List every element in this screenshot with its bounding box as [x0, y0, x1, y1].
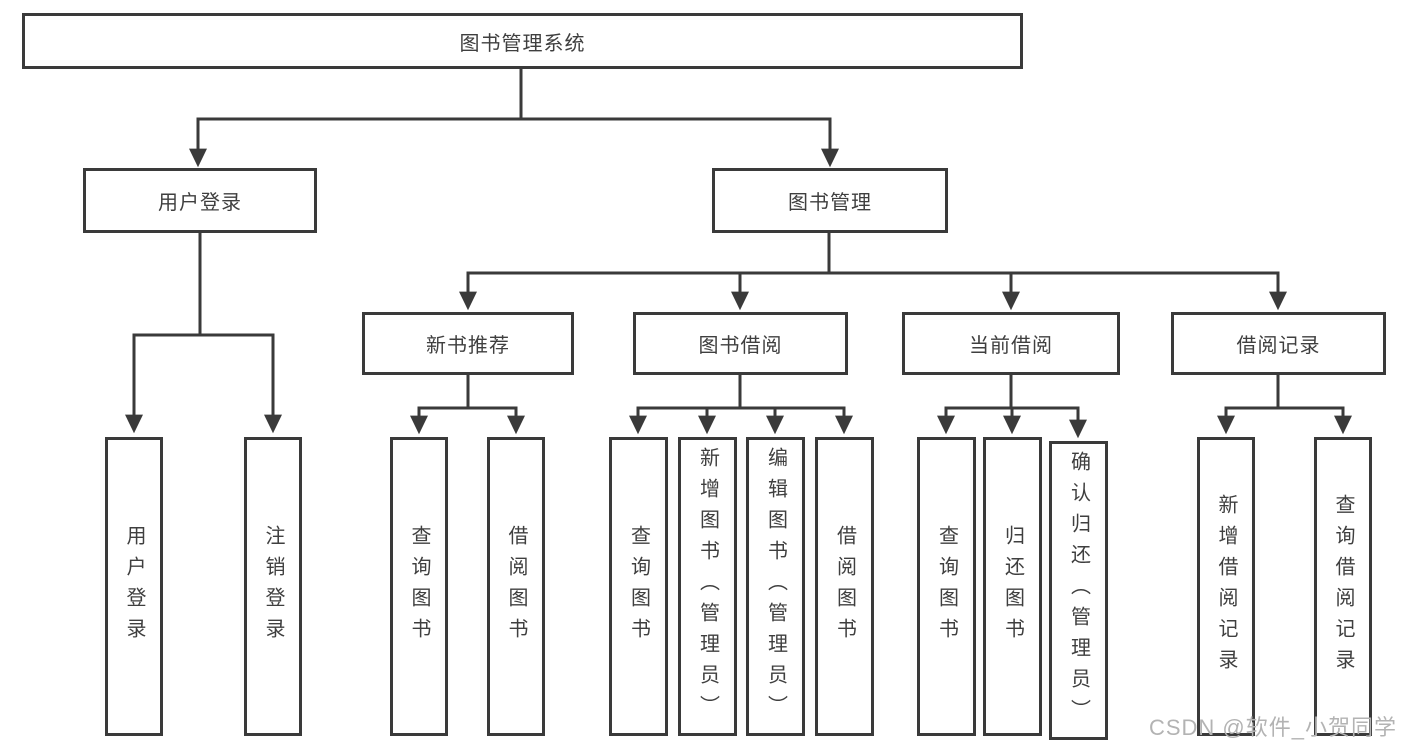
- leaf-edit-book-admin: 编辑图书（管理员）: [746, 437, 805, 736]
- leaf-query-books-recommend: 查询图书: [390, 437, 448, 736]
- node-book-management: 图书管理: [712, 168, 948, 233]
- leaf-user-login-label: 用户登录: [123, 524, 145, 649]
- node-current-borrowing-label: 当前借阅: [969, 335, 1053, 357]
- node-new-book-recommend: 新书推荐: [362, 312, 574, 375]
- leaf-query-books-borrow-label: 查询图书: [627, 524, 650, 649]
- node-current-borrowing: 当前借阅: [902, 312, 1120, 375]
- leaf-return-books: 归还图书: [983, 437, 1042, 736]
- leaf-user-login: 用户登录: [105, 437, 163, 736]
- node-user-login-label: 用户登录: [158, 192, 242, 214]
- leaf-borrow-books-borrow: 借阅图书: [815, 437, 874, 736]
- csdn-watermark: CSDN @软件_小贺同学: [1148, 715, 1397, 740]
- node-book-management-label: 图书管理: [788, 192, 872, 214]
- leaf-borrow-books-recommend-label: 借阅图书: [505, 524, 527, 649]
- leaf-query-borrow-record: 查询借阅记录: [1314, 437, 1372, 736]
- leaf-query-books-recommend-label: 查询图书: [408, 524, 430, 649]
- leaf-logout-label: 注销登录: [262, 524, 284, 649]
- connector-arrows: [125, 119, 1352, 439]
- leaf-query-books-current: 查询图书: [917, 437, 976, 736]
- leaf-query-books-borrow: 查询图书: [609, 437, 668, 736]
- node-user-login: 用户登录: [83, 168, 317, 233]
- root-node-label: 图书管理系统: [459, 32, 586, 55]
- leaf-add-borrow-record-label: 新增借阅记录: [1215, 493, 1237, 680]
- leaf-borrow-books-recommend: 借阅图书: [487, 437, 545, 736]
- leaf-logout: 注销登录: [244, 437, 302, 736]
- leaf-confirm-return-admin-label: 确认归还（管理员）: [1067, 451, 1090, 730]
- leaf-add-book-admin: 新增图书（管理员）: [678, 437, 737, 736]
- leaf-return-books-label: 归还图书: [1001, 524, 1024, 649]
- leaf-query-borrow-record-label: 查询借阅记录: [1332, 493, 1354, 680]
- leaf-confirm-return-admin: 确认归还（管理员）: [1049, 441, 1108, 740]
- node-borrowing-records-label: 借阅记录: [1236, 335, 1321, 357]
- node-book-borrowing-label: 图书借阅: [698, 335, 783, 357]
- node-book-borrowing: 图书借阅: [633, 312, 848, 375]
- connector-skeleton: [132, 67, 1345, 410]
- node-new-book-recommend-label: 新书推荐: [426, 335, 510, 357]
- leaf-add-borrow-record: 新增借阅记录: [1197, 437, 1255, 736]
- root-node-library-system: 图书管理系统: [22, 13, 1023, 69]
- node-borrowing-records: 借阅记录: [1171, 312, 1386, 375]
- leaf-borrow-books-borrow-label: 借阅图书: [833, 524, 856, 649]
- leaf-query-books-current-label: 查询图书: [935, 524, 958, 649]
- leaf-edit-book-admin-label: 编辑图书（管理员）: [764, 447, 787, 726]
- leaf-add-book-admin-label: 新增图书（管理员）: [696, 447, 719, 726]
